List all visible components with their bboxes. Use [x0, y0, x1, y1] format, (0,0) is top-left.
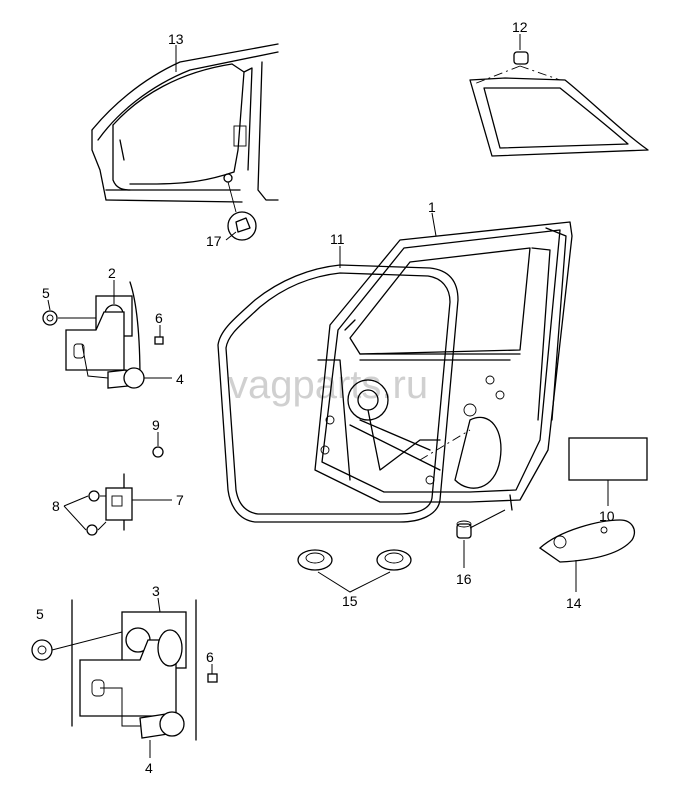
- callout-14: 14: [566, 595, 582, 611]
- window-glass-12: [469, 65, 649, 157]
- door-seal-11: [217, 264, 459, 523]
- callout-16: 16: [456, 571, 472, 587]
- detail-circle-17: [227, 211, 257, 241]
- label-10: [568, 437, 648, 506]
- plugs-15: [297, 549, 412, 593]
- leader-3: [157, 597, 161, 613]
- leader-1: [431, 212, 437, 237]
- check-bracket-7: [86, 432, 172, 536]
- callout-6b: 6: [206, 649, 214, 665]
- callout-4a: 4: [176, 371, 184, 387]
- callout-10: 10: [599, 508, 615, 524]
- nut-16: [456, 509, 506, 568]
- callout-5b: 5: [36, 606, 44, 622]
- body-frame-13: [91, 43, 279, 213]
- callout-12: 12: [512, 19, 528, 35]
- callout-1: 1: [428, 199, 436, 215]
- upper-hinge-2: [42, 281, 172, 389]
- callout-5a: 5: [42, 285, 50, 301]
- watermark: vagparts.ru: [228, 363, 428, 407]
- callout-4b: 4: [145, 760, 153, 776]
- callout-3: 3: [152, 583, 160, 599]
- callout-7: 7: [176, 492, 184, 508]
- callout-9: 9: [152, 417, 160, 433]
- door-shell-1: [314, 221, 573, 511]
- lower-hinge-3: [31, 599, 218, 741]
- callout-17: 17: [206, 233, 222, 249]
- callout-13: 13: [168, 31, 184, 47]
- leader-5a: [47, 299, 51, 311]
- callout-11: 11: [330, 231, 345, 247]
- bracket-14: [538, 519, 635, 592]
- callout-8: 8: [52, 498, 60, 514]
- callout-15: 15: [342, 593, 358, 609]
- clip-12: [513, 51, 529, 65]
- leader-17: [225, 231, 237, 241]
- leader-8: [63, 495, 89, 531]
- callout-6a: 6: [155, 310, 163, 326]
- callout-2: 2: [108, 265, 116, 281]
